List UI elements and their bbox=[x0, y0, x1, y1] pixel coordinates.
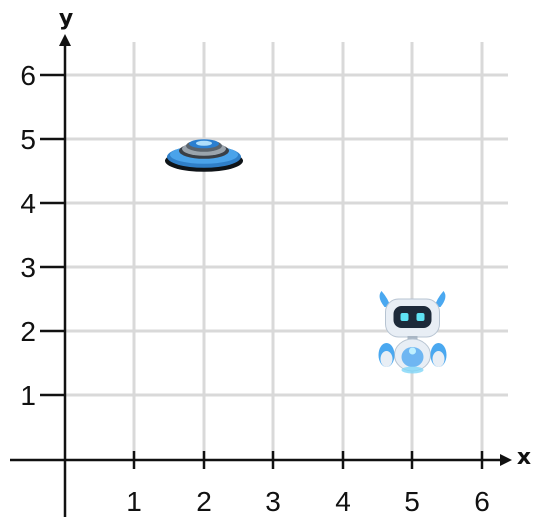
y-tick-label-5: 5 bbox=[20, 124, 36, 155]
x-tick-label-3: 3 bbox=[265, 486, 281, 517]
robot-icon bbox=[378, 291, 447, 374]
x-tick-label-6: 6 bbox=[474, 486, 490, 517]
grid-lines bbox=[65, 42, 508, 460]
y-tick-label-3: 3 bbox=[20, 252, 36, 283]
y-axis-arrow bbox=[59, 34, 71, 46]
x-axis-arrow bbox=[500, 454, 512, 466]
x-tick-label-4: 4 bbox=[335, 486, 351, 517]
x-axis-label: x bbox=[517, 445, 531, 470]
y-tick-label-1: 1 bbox=[20, 380, 36, 411]
x-tick-label-5: 5 bbox=[404, 486, 420, 517]
x-tick-label-2: 2 bbox=[196, 486, 212, 517]
y-tick-label-6: 6 bbox=[20, 60, 36, 91]
y-tick-label-2: 2 bbox=[20, 316, 36, 347]
button-icon bbox=[165, 139, 243, 172]
y-tick-marks bbox=[40, 73, 65, 397]
x-tick-marks bbox=[132, 451, 484, 469]
x-tick-label-1: 1 bbox=[126, 486, 142, 517]
y-tick-label-4: 4 bbox=[20, 188, 36, 219]
y-axis-label: y bbox=[59, 6, 73, 31]
axes: 1 2 3 4 5 6 1 2 3 4 5 6 x y bbox=[10, 6, 531, 517]
